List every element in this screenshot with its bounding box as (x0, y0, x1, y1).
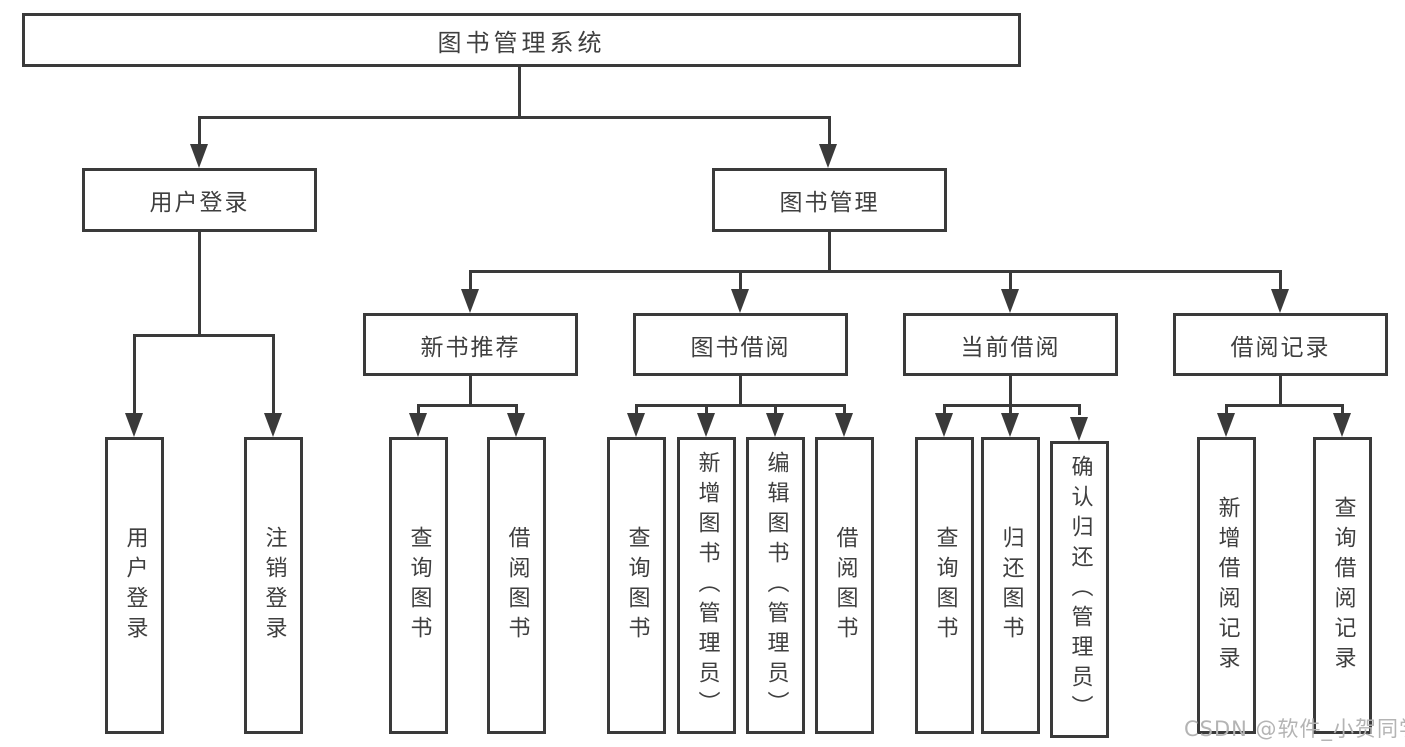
connector-line-v (774, 404, 777, 415)
leaf-borrow-books-recommend: 借阅图书 (487, 437, 546, 734)
connector-line-h (469, 270, 1282, 273)
connector-line-v (1078, 404, 1081, 415)
connector-line-h (198, 116, 831, 119)
arrowhead-icon (1001, 289, 1019, 313)
node-label: 图书借阅 (690, 334, 791, 361)
node-label: 查询借阅记录 (1330, 495, 1356, 676)
node-label: 新增借阅记录 (1214, 495, 1240, 676)
connector-line-v (739, 376, 742, 407)
node-label: 新增图书（管理员） (694, 450, 720, 721)
arrowhead-icon (1001, 413, 1019, 437)
arrowhead-icon (190, 144, 208, 168)
connector-line-h (133, 334, 275, 337)
node-label: 图书管理 (779, 190, 880, 216)
connector-line-v (1009, 270, 1012, 291)
arrowhead-icon (697, 413, 715, 437)
connector-line-v (1279, 375, 1282, 407)
connector-line-v (1341, 404, 1344, 415)
arrowhead-icon (819, 144, 837, 168)
leaf-logout: 注销登录 (244, 437, 303, 734)
node-label: 查询图书 (624, 525, 650, 646)
arrowhead-icon (507, 413, 525, 437)
arrowhead-icon (264, 413, 282, 437)
leaf-add-borrow-record: 新增借阅记录 (1197, 437, 1256, 734)
arrowhead-icon (935, 413, 953, 437)
leaf-edit-book-admin: 编辑图书（管理员） (746, 437, 805, 734)
connector-line-v (1279, 270, 1282, 291)
node-label: 编辑图书（管理员） (763, 450, 789, 721)
node-label: 当前借阅 (960, 334, 1061, 361)
arrowhead-icon (461, 289, 479, 313)
connector-line-v (828, 232, 831, 273)
leaf-borrow-books: 借阅图书 (815, 437, 874, 734)
node-borrowing-records: 借阅记录 (1173, 313, 1388, 376)
arrowhead-icon (766, 413, 784, 437)
node-label: 新书推荐 (420, 334, 521, 361)
connector-line-v (469, 376, 472, 407)
connector-line-v (739, 270, 742, 291)
leaf-return-book: 归还图书 (981, 437, 1040, 734)
connector-line-h (1225, 404, 1344, 407)
connector-line-h (635, 404, 846, 407)
leaf-query-books-current: 查询图书 (915, 437, 974, 734)
node-label: 用户登录 (149, 190, 250, 216)
connector-line-v (469, 270, 472, 291)
connector-line-v (705, 404, 708, 415)
leaf-query-books-borrowing: 查询图书 (607, 437, 666, 734)
leaf-confirm-return-admin: 确认归还（管理员） (1050, 441, 1109, 738)
csdn-watermark: CSDN @软件_小贺同学 (1184, 717, 1405, 741)
leaf-query-books-recommend: 查询图书 (389, 437, 448, 734)
node-book-borrowing: 图书借阅 (633, 313, 848, 376)
node-label: 用户登录 (122, 525, 148, 646)
node-label: 借阅记录 (1230, 334, 1331, 361)
node-current-borrowing: 当前借阅 (903, 313, 1118, 376)
node-label: 借阅图书 (832, 525, 858, 646)
arrowhead-icon (1271, 289, 1289, 313)
connector-line-v (943, 404, 946, 415)
node-label: 图书管理系统 (437, 28, 606, 57)
arrowhead-icon (409, 413, 427, 437)
node-new-book-recommend: 新书推荐 (363, 313, 578, 376)
node-label: 查询图书 (932, 525, 958, 646)
arrowhead-icon (1217, 413, 1235, 437)
connector-line-v (635, 404, 638, 415)
node-label: 确认归还（管理员） (1067, 454, 1093, 725)
connector-line-v (1009, 376, 1012, 407)
arrowhead-icon (835, 413, 853, 437)
connector-line-v (198, 232, 201, 337)
connector-line-v (1009, 404, 1012, 415)
connector-line-h (417, 404, 518, 407)
connector-line-v (133, 334, 136, 415)
connector-line-v (828, 116, 831, 146)
node-label: 借阅图书 (504, 525, 530, 646)
connector-line-v (417, 404, 420, 415)
connector-line-v (515, 404, 518, 415)
leaf-query-borrow-record: 查询借阅记录 (1313, 437, 1372, 734)
arrowhead-icon (1333, 413, 1351, 437)
node-label: 归还图书 (998, 525, 1024, 646)
connector-line-v (843, 404, 846, 415)
connector-line-v (198, 116, 201, 146)
connector-line-v (272, 334, 275, 415)
connector-line-v (1225, 404, 1228, 415)
connector-line-v (518, 67, 521, 119)
node-label: 注销登录 (261, 525, 287, 646)
arrowhead-icon (125, 413, 143, 437)
arrowhead-icon (1070, 417, 1088, 441)
node-label: 查询图书 (406, 525, 432, 646)
node-book-management: 图书管理 (712, 168, 947, 232)
connector-line-h (943, 404, 1081, 407)
node-user-login: 用户登录 (82, 168, 317, 232)
arrowhead-icon (731, 289, 749, 313)
arrowhead-icon (627, 413, 645, 437)
leaf-add-book-admin: 新增图书（管理员） (677, 437, 736, 734)
leaf-user-login: 用户登录 (105, 437, 164, 734)
node-library-management-system: 图书管理系统 (22, 13, 1021, 67)
